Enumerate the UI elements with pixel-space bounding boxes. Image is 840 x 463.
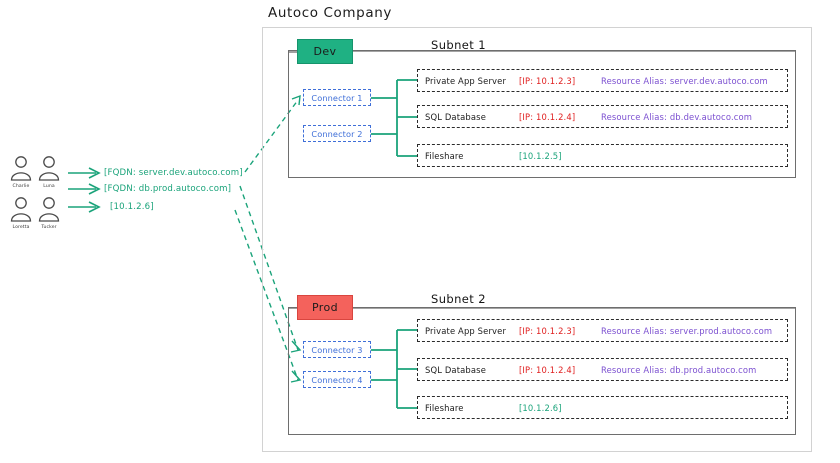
user-loretta: Loretta <box>8 196 34 236</box>
resource-row[interactable]: Private App Server [IP: 10.1.2.3] Resour… <box>417 319 788 342</box>
user-request-arrow <box>68 167 101 213</box>
user-charlie: Charlie <box>8 155 34 195</box>
person-icon <box>10 156 32 181</box>
user-name: Loretta <box>12 225 30 230</box>
resource-alias: Resource Alias: db.dev.autoco.com <box>601 111 753 122</box>
resource-row[interactable]: Fileshare [10.1.2.5] <box>417 144 788 167</box>
resource-ip: [IP: 10.1.2.3] <box>519 75 576 86</box>
resource-ip: [IP: 10.1.2.4] <box>519 364 576 375</box>
request-label-ip: [10.1.2.6] <box>110 202 154 212</box>
person-icon <box>10 197 32 222</box>
request-label-fqdn-db: [FQDN: db.prod.autoco.com] <box>104 184 232 194</box>
subnet1-title: Subnet 1 <box>431 38 486 52</box>
resource-alias: Resource Alias: db.prod.autoco.com <box>601 364 757 375</box>
connector-4[interactable]: Connector 4 <box>303 371 371 388</box>
resource-name: Private App Server <box>425 325 507 336</box>
resource-name: Fileshare <box>425 402 464 413</box>
resource-alias: Resource Alias: server.prod.autoco.com <box>601 325 773 336</box>
connector-3[interactable]: Connector 3 <box>303 341 371 358</box>
company-container <box>262 27 812 452</box>
person-icon <box>38 156 60 181</box>
resource-name: Fileshare <box>425 150 464 161</box>
subnet1-container <box>288 50 796 178</box>
user-name: Tucker <box>41 225 57 230</box>
resource-row[interactable]: SQL Database [IP: 10.1.2.4] Resource Ali… <box>417 358 788 381</box>
user-name: Luna <box>43 184 55 189</box>
resource-ip: [10.1.2.5] <box>519 150 562 161</box>
resource-row[interactable]: SQL Database [IP: 10.1.2.4] Resource Ali… <box>417 105 788 128</box>
subnet2-title: Subnet 2 <box>431 292 486 306</box>
user-name: Charlie <box>12 184 30 189</box>
env-badge-dev[interactable]: Dev <box>297 39 353 64</box>
resource-name: Private App Server <box>425 75 507 86</box>
connector-2[interactable]: Connector 2 <box>303 125 371 142</box>
user-tucker: Tucker <box>36 196 62 236</box>
resource-alias: Resource Alias: server.dev.autoco.com <box>601 75 768 86</box>
person-icon <box>38 197 60 222</box>
connector-1[interactable]: Connector 1 <box>303 89 371 106</box>
request-label-fqdn-server: [FQDN: server.dev.autoco.com] <box>104 168 243 178</box>
resource-ip: [IP: 10.1.2.4] <box>519 111 576 122</box>
resource-name: SQL Database <box>425 111 486 122</box>
page-title: Autoco Company <box>268 5 392 21</box>
resource-row[interactable]: Private App Server [IP: 10.1.2.3] Resour… <box>417 69 788 92</box>
resource-row[interactable]: Fileshare [10.1.2.6] <box>417 396 788 419</box>
env-badge-prod[interactable]: Prod <box>297 295 353 320</box>
resource-ip: [10.1.2.6] <box>519 402 562 413</box>
user-luna: Luna <box>36 155 62 195</box>
resource-ip: [IP: 10.1.2.3] <box>519 325 576 336</box>
subnet2-container <box>288 307 796 435</box>
resource-name: SQL Database <box>425 364 486 375</box>
